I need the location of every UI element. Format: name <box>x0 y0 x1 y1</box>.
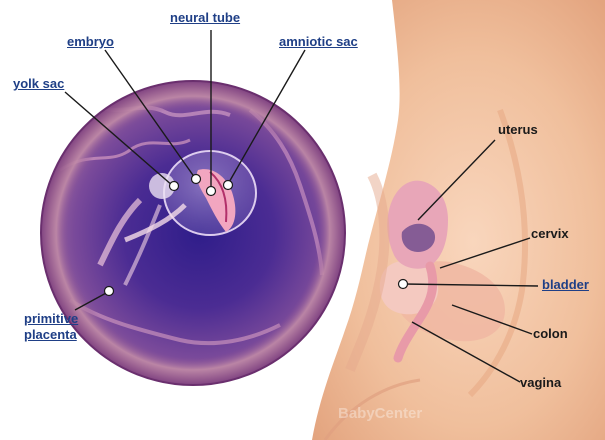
label-primitive-placenta-line1[interactable]: primitive <box>24 311 78 326</box>
watermark-logo: BabyCenter <box>338 405 422 422</box>
label-embryo[interactable]: embryo <box>67 34 114 49</box>
label-neural-tube[interactable]: neural tube <box>170 10 240 25</box>
label-amniotic-sac[interactable]: amniotic sac <box>279 34 358 49</box>
label-colon: colon <box>533 326 568 341</box>
marker-yolk-sac <box>170 182 179 191</box>
marker-bladder <box>399 280 408 289</box>
label-primitive-placenta-line2[interactable]: placenta <box>24 327 77 342</box>
marker-embryo <box>192 175 201 184</box>
label-vagina: vagina <box>520 375 561 390</box>
body-silhouette <box>312 0 605 440</box>
marker-amniotic-sac <box>224 181 233 190</box>
marker-primitive-placenta <box>105 287 114 296</box>
marker-neural-tube <box>207 187 216 196</box>
label-uterus: uterus <box>498 122 538 137</box>
label-bladder[interactable]: bladder <box>542 277 589 292</box>
label-cervix: cervix <box>531 226 569 241</box>
label-yolk-sac[interactable]: yolk sac <box>13 76 64 91</box>
